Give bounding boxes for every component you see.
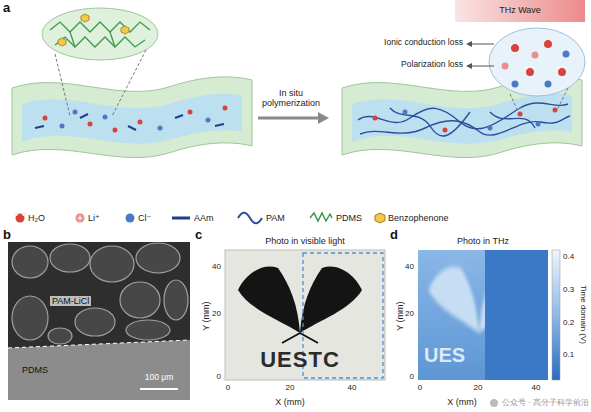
process-arrow — [258, 112, 329, 124]
axis-title: X (mm) — [275, 397, 305, 407]
wave-label: THz Wave — [499, 5, 541, 15]
axis-tick: 20 — [405, 309, 414, 318]
photo-text: UESTC — [260, 347, 340, 372]
photo-text: UES — [424, 344, 465, 367]
sem-image — [8, 242, 190, 400]
thz-image — [418, 250, 560, 407]
colorbar-tick: 0.4 — [563, 252, 574, 261]
legend-samples — [14, 212, 385, 223]
legend-text: H₂O — [28, 213, 45, 223]
axis-tick: 20 — [212, 309, 221, 318]
panel-title: Photo in visible light — [265, 236, 345, 246]
axis-tick: 40 — [348, 383, 357, 392]
layer-label: PDMS — [22, 365, 48, 375]
legend-text: Li⁺ — [88, 213, 100, 223]
layer-label: PAM-LiCl — [50, 296, 91, 306]
axis-tick: 20 — [474, 383, 483, 392]
axis-tick: 40 — [212, 262, 221, 271]
axis-tick: 20 — [286, 383, 295, 392]
legend-text: Benzophenone — [388, 213, 449, 223]
watermark: 公众号 · 高分子科学前沿 — [502, 398, 589, 407]
colorbar-tick: 0.1 — [563, 350, 574, 359]
axis-title: Y (mm) — [201, 301, 211, 330]
callout-text: Ionic conduction loss — [384, 38, 463, 48]
visible-photo — [225, 250, 385, 380]
legend-text: Cl⁻ — [138, 213, 151, 223]
colorbar-tick: 0.2 — [563, 318, 574, 327]
axis-tick: 0 — [410, 372, 414, 381]
panel-title: Photo in THz — [457, 236, 509, 246]
legend-text: PDMS — [336, 213, 362, 223]
legend-text: PAM — [266, 213, 285, 223]
legend-text: AAm — [194, 213, 214, 223]
process-label: In situ polymerization — [255, 88, 327, 109]
scale-bar-label: 100 μm — [145, 373, 174, 383]
axis-tick: 40 — [405, 262, 414, 271]
panel-label: d — [390, 228, 398, 243]
sheet-before — [12, 8, 252, 158]
axis-tick: 0 — [226, 383, 230, 392]
panel-label: a — [3, 1, 10, 16]
colorbar-title: Time domain (V) — [578, 286, 587, 345]
sheet-after — [342, 0, 585, 158]
colorbar-tick: 0.3 — [563, 285, 574, 294]
axis-title: X (mm) — [447, 397, 477, 407]
panel-label: b — [3, 228, 11, 243]
panel-label: c — [195, 228, 202, 243]
axis-tick: 40 — [532, 383, 541, 392]
axis-tick: 0 — [418, 383, 422, 392]
axis-tick: 0 — [217, 372, 221, 381]
axis-title: Y (mm) — [395, 301, 405, 330]
callout-text: Polarization loss — [401, 60, 463, 70]
